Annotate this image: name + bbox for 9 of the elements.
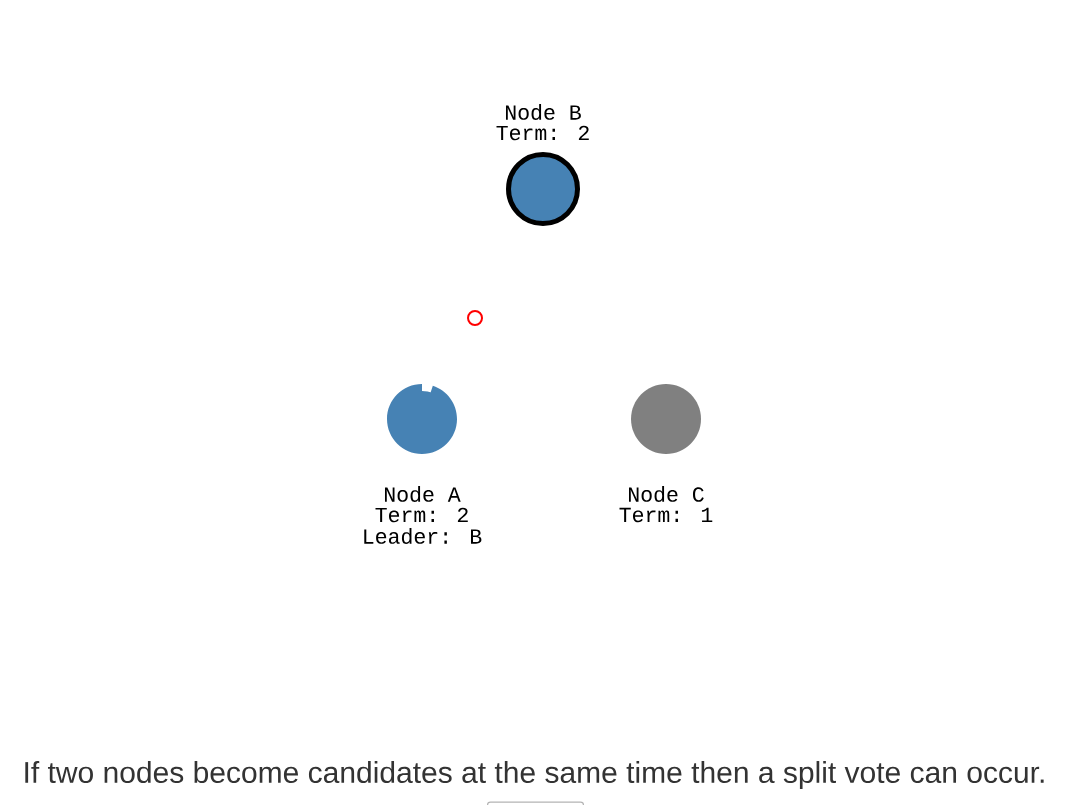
node-label: Node C xyxy=(629,486,704,502)
node-label: Term: 2 xyxy=(375,507,468,523)
node-label: Term: 1 xyxy=(619,507,713,523)
caption: If two nodes become candidates at the same time then a split vote can occur. xyxy=(25,761,1044,789)
node-label: Term: 2 xyxy=(496,125,589,141)
node-label: Node A xyxy=(385,486,461,502)
small-circle xyxy=(467,310,483,326)
node-label: Node B xyxy=(506,104,581,120)
node-label: Leader: B xyxy=(364,528,482,544)
